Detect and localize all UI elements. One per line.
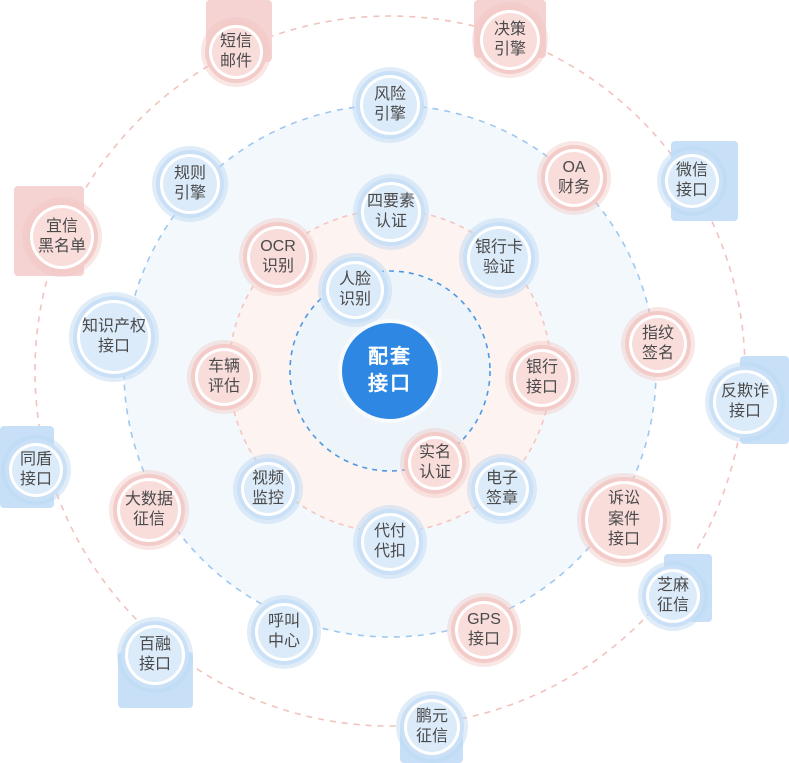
- node-risk-engine-label-line: 引擎: [373, 106, 406, 123]
- node-anti-fraud-api-label-line: 接口: [728, 403, 761, 420]
- core-node-label-line: 配套: [368, 346, 412, 368]
- node-vehicle-valuation: 车辆评估: [198, 351, 250, 403]
- node-four-factor-auth-label-line: 四要素: [366, 192, 415, 210]
- node-pengyuan-credit-label-line: 鹏元: [415, 707, 448, 725]
- node-tongdun-api: 同盾接口: [12, 446, 60, 494]
- node-decision-engine-label-line: 决策: [493, 20, 526, 38]
- node-fingerprint-sign-label-line: 指纹: [641, 324, 674, 342]
- node-video-monitor-label-line: 监控: [251, 490, 284, 507]
- node-call-center-label-line: 中心: [267, 633, 300, 650]
- node-payment-agent-label-line: 代付: [373, 522, 406, 540]
- node-oa-finance-label-line: OA: [562, 158, 586, 176]
- node-yixin-blacklist: 宜信黑名单: [33, 208, 91, 266]
- node-zhima-credit-label-line: 芝麻: [656, 576, 689, 594]
- node-call-center: 呼叫中心: [258, 606, 310, 658]
- node-real-name-auth-label-line: 认证: [418, 464, 451, 481]
- node-vehicle-valuation-label-line: 车辆: [207, 357, 240, 375]
- node-gps-api-label-line: GPS: [467, 610, 501, 628]
- node-real-name-auth-label-line: 实名: [418, 443, 451, 461]
- node-wechat-api: 微信接口: [668, 157, 716, 205]
- node-face-recognition-label-line: 人脸: [338, 270, 371, 288]
- node-oa-finance-label-line: 财务: [557, 179, 590, 196]
- node-gps-api-label-line: 接口: [467, 631, 500, 648]
- node-sms-email-label-line: 邮件: [219, 53, 252, 70]
- node-four-factor-auth-label-line: 认证: [374, 213, 407, 230]
- node-real-name-auth: 实名认证: [411, 439, 459, 487]
- node-gps-api: GPS 接口: [458, 604, 510, 656]
- node-pengyuan-credit-label-line: 征信: [415, 728, 448, 745]
- node-anti-fraud-api: 反欺诈接口: [716, 373, 774, 431]
- node-ocr-recognition-label-line: 识别: [261, 258, 294, 275]
- node-bigdata-credit-label-line: 大数据: [124, 490, 173, 508]
- core-node-label-line: 接口: [368, 373, 412, 395]
- node-rule-engine-label-line: 引擎: [173, 185, 206, 202]
- node-litigation-case-api: 诉讼案件接口: [588, 484, 660, 556]
- node-ocr-recognition: OCR 识别: [250, 229, 306, 285]
- node-decision-engine: 决策引擎: [483, 13, 537, 67]
- node-bank-api-label-line: 接口: [525, 379, 558, 396]
- node-tongdun-api-label-line: 同盾: [19, 450, 52, 468]
- node-bairong-api-label-line: 接口: [138, 656, 171, 673]
- node-call-center-label-line: 呼叫: [267, 612, 300, 630]
- node-bigdata-credit: 大数据征信: [120, 481, 178, 539]
- node-sms-email-label-line: 短信: [219, 32, 252, 50]
- node-bairong-api-label-line: 百融: [138, 635, 171, 653]
- node-e-signature-label-line: 签章: [485, 490, 518, 507]
- node-ocr-recognition-label-line: OCR: [260, 237, 296, 255]
- node-rule-engine: 规则引擎: [163, 157, 217, 211]
- node-rule-engine-label-line: 规则: [173, 164, 206, 182]
- node-oa-finance: OA 财务: [548, 152, 600, 204]
- node-anti-fraud-api-label-line: 反欺诈: [720, 382, 769, 400]
- core-node: 配套 接口: [342, 323, 438, 419]
- node-bank-card-verify-label-line: 银行卡: [474, 238, 523, 256]
- node-pengyuan-credit: 鹏元征信: [407, 702, 457, 752]
- node-yixin-blacklist-label-line: 宜信: [45, 217, 78, 235]
- node-decision-engine-label-line: 引擎: [493, 41, 526, 58]
- node-bairong-api: 百融接口: [128, 628, 182, 682]
- node-payment-agent: 代付代扣: [364, 516, 416, 568]
- node-bank-api: 银行接口: [516, 352, 568, 404]
- node-video-monitor: 视频监控: [244, 465, 292, 513]
- node-fingerprint-sign-label-line: 签名: [641, 345, 674, 362]
- node-risk-engine: 风险引擎: [363, 78, 417, 132]
- node-wechat-api-label-line: 微信: [675, 161, 708, 179]
- node-face-recognition: 人脸识别: [329, 264, 381, 316]
- node-wechat-api-label-line: 接口: [675, 182, 708, 199]
- node-payment-agent-label-line: 代扣: [373, 543, 406, 560]
- node-litigation-case-api-label-line: 案件: [607, 510, 640, 528]
- node-e-signature: 电子签章: [478, 465, 526, 513]
- node-risk-engine-label-line: 风险: [373, 85, 406, 103]
- node-ip-rights-api-label-line: 接口: [97, 338, 130, 355]
- node-e-signature-label-line: 电子: [485, 469, 518, 487]
- node-zhima-credit-label-line: 征信: [656, 597, 689, 614]
- node-fingerprint-sign: 指纹签名: [632, 318, 684, 370]
- node-zhima-credit: 芝麻征信: [649, 572, 697, 620]
- node-litigation-case-api-label-line: 诉讼: [607, 490, 640, 508]
- node-ip-rights-api: 知识产权接口: [80, 303, 148, 371]
- node-bank-api-label-line: 银行: [525, 358, 558, 376]
- node-video-monitor-label-line: 视频: [251, 469, 284, 487]
- node-four-factor-auth: 四要素认证: [364, 185, 418, 239]
- node-face-recognition-label-line: 识别: [338, 291, 371, 308]
- node-tongdun-api-label-line: 接口: [19, 471, 52, 488]
- node-litigation-case-api-label-line: 接口: [607, 531, 640, 549]
- node-yixin-blacklist-label-line: 黑名单: [37, 238, 86, 255]
- node-bigdata-credit-label-line: 征信: [132, 511, 165, 528]
- node-bank-card-verify-label-line: 验证: [482, 259, 515, 276]
- node-ip-rights-api-label-line: 知识产权: [81, 317, 146, 335]
- node-sms-email: 短信邮件: [212, 28, 260, 76]
- node-bank-card-verify: 银行卡验证: [470, 229, 528, 287]
- node-vehicle-valuation-label-line: 评估: [207, 378, 240, 395]
